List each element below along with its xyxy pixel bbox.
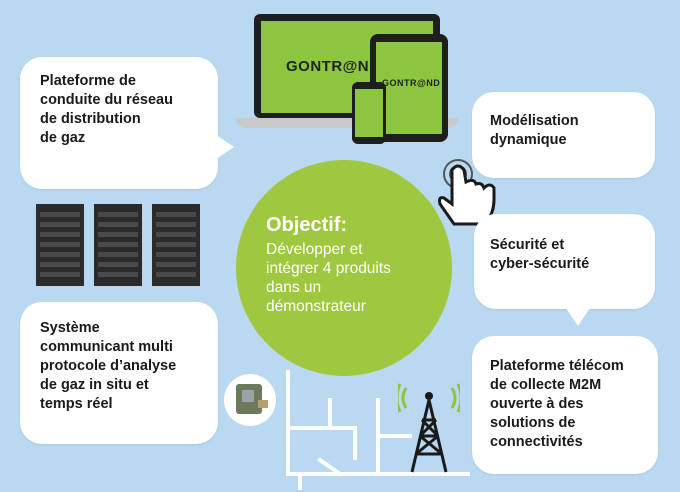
touch-hand-icon [438,159,496,226]
bubble-gas-network-platform: Plateforme de conduite du réseau de dist… [20,57,234,189]
bubble-modeling: Modélisation dynamique [472,92,655,178]
laptop-brand-logo: GONTR@ND [286,58,381,75]
bubble-label: Plateforme de conduite du réseau de dist… [40,73,173,146]
antenna-tower-icon [398,383,460,473]
objective-title: Objectif: [266,214,348,236]
smartphone-icon [352,82,386,144]
tablet-brand-logo: GONTR@ND [382,78,441,88]
bubble-tail [216,135,234,159]
bubble-tail [566,308,590,326]
bubble-analysis-system: Système communicant multi protocole d’an… [20,302,218,444]
bubble-security: Sécurité et cyber-sécurité [474,214,655,326]
bubble-telecom-platform: Plateforme télécom de collecte M2M ouver… [472,336,658,474]
gas-sensor-device-image [224,374,276,426]
bubble-label: Sécurité et cyber-sécurité [490,237,590,272]
bubble-label: Modélisation dynamique [490,113,579,148]
objective-text: Développer et intégrer 4 produits dans u… [266,241,391,315]
bubble-label: Plateforme télécom de collecte M2M ouver… [490,358,624,450]
server-rack-icon [36,204,200,286]
bubble-label: Système communicant multi protocole d’an… [40,320,177,412]
objective-circle [236,160,452,376]
